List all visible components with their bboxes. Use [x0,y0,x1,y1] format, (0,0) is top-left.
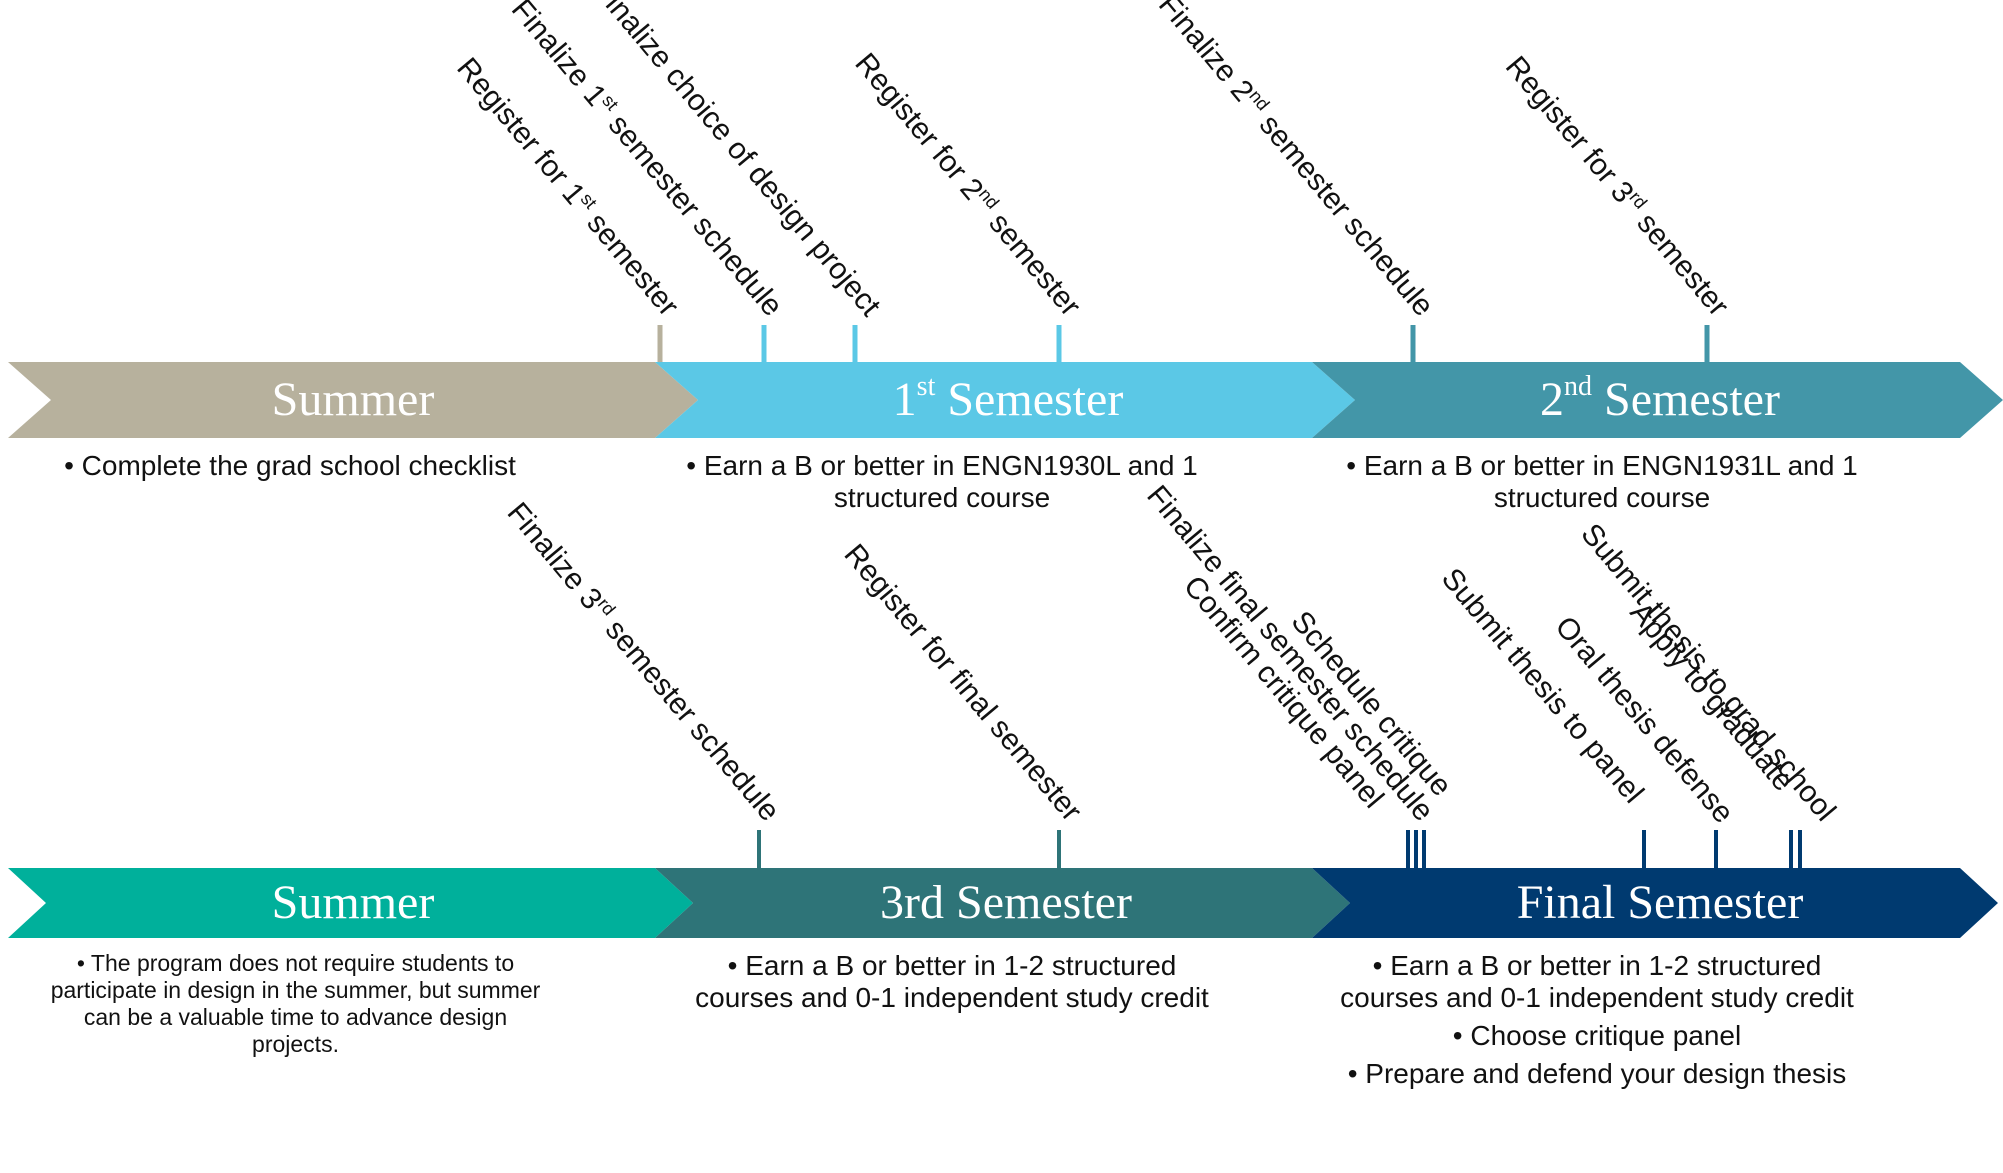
top-semester-1-description: • Earn a B or better in ENGN1930L and 1 … [662,450,1222,514]
desc-line: • Complete the grad school checklist [64,450,516,481]
desc-line: can be a valuable time to advance design [83,1004,508,1030]
desc-line: • The program does not require students … [76,950,515,976]
desc-line: • Earn a B or better in 1-2 structured [1372,950,1822,981]
milestone-register-final: Register for final semester [838,538,1088,827]
desc-line: courses and 0-1 independent study credit [1340,982,1854,1013]
desc-line: courses and 0-1 independent study credit [695,982,1209,1013]
desc-line: • Prepare and defend your design thesis [1347,1058,1847,1089]
desc-line: participate in design in the summer, but… [50,977,541,1003]
bottom-arrow-summer [8,868,693,938]
top-semester-2-title: 2nd Semester [1540,371,1780,426]
bottom-summer-description: • The program does not require students … [8,950,583,1058]
top-timeline: Summer 1st Semester 2nd Semester Registe… [8,0,2003,438]
bottom-final-semester-description: • Earn a B or better in 1-2 structured c… [1312,950,1882,1090]
milestone-finalize-2nd-schedule: Finalize 2nd semester schedule [1152,0,1441,322]
desc-line: • Earn a B or better in ENGN1931L and 1 [1346,450,1858,481]
top-semester-1-title: 1st Semester [893,371,1124,426]
top-summer-title: Summer [272,373,435,426]
desc-line: projects. [252,1031,339,1057]
milestone-register-2nd: Register for 2nd semester [848,46,1087,322]
bottom-final-semester-title: Final Semester [1517,876,1804,929]
top-arrow-summer [8,362,698,438]
top-semester-2-description: • Earn a B or better in ENGN1931L and 1 … [1322,450,1882,514]
top-arrow-semester-1 [655,362,1355,438]
bottom-summer-title: Summer [272,876,435,929]
bottom-semester-3-title: 3rd Semester [880,876,1132,929]
desc-line: structured course [833,482,1051,513]
milestone-finalize-3rd-schedule: Finalize 3rd semester schedule [501,496,787,828]
desc-line: • Earn a B or better in 1-2 structured [727,950,1177,981]
bottom-arrow-semester-3 [655,868,1350,938]
desc-line: • Choose critique panel [1452,1020,1742,1051]
top-summer-description: • Complete the grad school checklist [20,450,560,482]
milestone-register-3rd: Register for 3rd semester [1499,50,1736,323]
desc-line: • Earn a B or better in ENGN1930L and 1 [686,450,1198,481]
bottom-semester-3-description: • Earn a B or better in 1-2 structured c… [672,950,1232,1014]
desc-line: structured course [1493,482,1711,513]
top-arrow-semester-2 [1312,362,2003,438]
milestone-finalize-final-schedule: Finalize final semester schedule [1140,479,1440,827]
bottom-timeline: Summer 3rd Semester Final Semester Final… [8,479,1998,938]
bottom-arrow-final-semester [1312,868,1998,938]
